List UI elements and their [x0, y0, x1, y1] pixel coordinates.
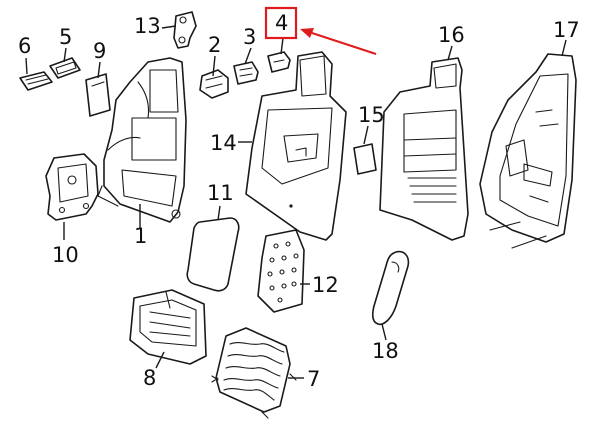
part-11-panel: [186, 217, 240, 292]
part-17-rear-frame: [479, 53, 577, 249]
callout-labels: 1 2 3 4 5 6 7 8 9 10 11 12 13 14 15 16 1…: [18, 11, 580, 391]
callout-18: 18: [372, 339, 399, 363]
leader-17: [561, 39, 567, 57]
part-16-seatback-cushion: [379, 57, 469, 241]
leader-18: [381, 323, 387, 341]
leader-9: [97, 61, 101, 79]
callout-5: 5: [59, 25, 72, 49]
callout-11: 11: [207, 181, 234, 205]
part-7-spring-mat: [211, 327, 297, 419]
callout-4: 4: [275, 11, 288, 35]
callout-17: 17: [553, 18, 580, 42]
part-3-clip: [233, 61, 259, 85]
leader-15: [363, 125, 369, 145]
leader-5: [63, 47, 67, 63]
callout-2: 2: [208, 33, 221, 57]
part-14-seatback-cover: [245, 51, 347, 241]
callout-10: 10: [52, 243, 79, 267]
callout-7: 7: [307, 367, 320, 391]
callout-15: 15: [358, 103, 385, 127]
part-12-plate: [257, 229, 305, 313]
part-15-pad: [353, 143, 377, 175]
callout-1: 1: [134, 224, 147, 248]
callout-12: 12: [312, 273, 339, 297]
part-18-side-trim: [372, 250, 410, 326]
callout-9: 9: [93, 39, 106, 63]
leader-6: [25, 57, 28, 75]
leader-lines: [25, 25, 567, 379]
leader-3: [244, 47, 252, 65]
part-6-trim: [19, 71, 53, 91]
part-4-trim: [267, 51, 291, 73]
leader-2: [212, 55, 216, 77]
callout-14: 14: [210, 131, 237, 155]
callout-3: 3: [243, 25, 256, 49]
part-9-panel: [85, 73, 111, 117]
highlight-arrow-shaft: [311, 32, 377, 55]
leader-11: [217, 205, 221, 221]
part-8-housing: [129, 289, 207, 365]
callout-6: 6: [18, 34, 31, 58]
leader-16: [447, 45, 453, 61]
leader-13: [161, 25, 177, 29]
part-13-bracket: [173, 11, 197, 49]
callout-16: 16: [438, 23, 465, 47]
highlight-callout-4: [264, 6, 377, 55]
highlight-arrow-head: [300, 28, 314, 38]
part-2-clip: [199, 69, 229, 99]
leader-8: [155, 351, 165, 369]
callout-8: 8: [143, 366, 156, 390]
callout-13: 13: [134, 14, 161, 38]
part-10-side-bracket: [45, 153, 99, 221]
part-1-seatback-frame: [97, 57, 187, 223]
part-5-cover: [49, 57, 81, 79]
leader-4: [280, 37, 284, 55]
highlight-box: [264, 6, 298, 40]
part-12-holes: [267, 241, 299, 303]
